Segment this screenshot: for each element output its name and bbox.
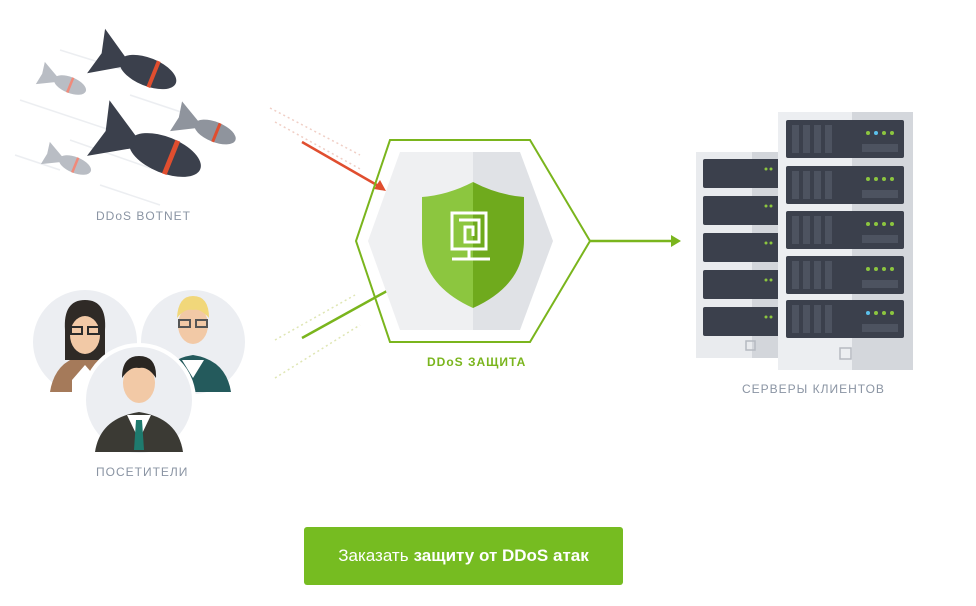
bomb-icon (170, 101, 236, 145)
visitor-trails (274, 294, 361, 379)
servers-label: СЕРВЕРЫ КЛИЕНТОВ (742, 382, 885, 396)
cta-prefix: Заказать (338, 546, 409, 565)
botnet-trails (269, 107, 363, 171)
botnet-label: DDoS BOTNET (96, 209, 192, 223)
cta-emphasis: защиту от DDoS атак (413, 546, 589, 565)
protection-label: DDoS ЗАЩИТА (427, 355, 527, 369)
bomb-icon (35, 61, 87, 95)
server-rack-icon (778, 112, 913, 370)
botnet-motion-lines (14, 49, 191, 206)
bomb-icon (87, 100, 201, 177)
order-ddos-protection-button[interactable]: Заказать защиту от DDoS атак (304, 527, 623, 585)
person-icon (82, 343, 196, 457)
bomb-icon (40, 141, 92, 175)
clean-traffic-arrow-icon (590, 235, 681, 247)
attack-arrow-icon (301, 140, 386, 191)
bomb-icon (87, 28, 177, 90)
visitors-label: ПОСЕТИТЕЛИ (96, 465, 189, 479)
shield-icon (422, 182, 524, 308)
server-rack-icon (696, 152, 788, 358)
